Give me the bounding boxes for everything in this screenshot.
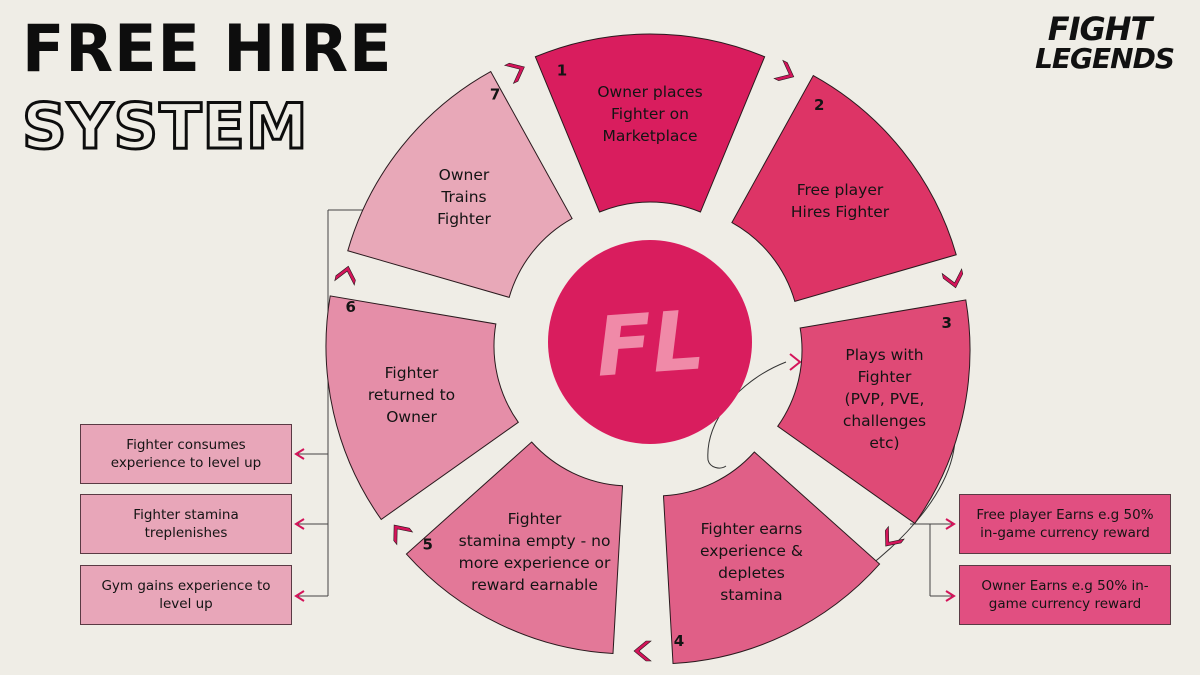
step-2-number: 2	[814, 96, 824, 114]
connector-arrow-icon	[294, 448, 305, 460]
flow-chevron	[885, 525, 905, 547]
cycle-segments	[325, 33, 971, 665]
step-5-number: 5	[423, 536, 433, 554]
note-box-gym: Gym gains experience to level up	[80, 565, 292, 625]
step-1-number: 1	[557, 61, 567, 79]
step-6-label-line: Owner	[386, 408, 437, 426]
chevron-arrow-icon	[334, 265, 356, 286]
flow-chevron	[633, 640, 652, 662]
flow-arrows	[334, 59, 964, 662]
loop-arrow-icon	[789, 353, 802, 371]
segment-step-1	[534, 33, 766, 213]
step-4-label-line: stamina	[720, 586, 782, 604]
center-monogram: FL	[593, 293, 708, 395]
step-3-label-line: etc)	[869, 434, 899, 452]
segment-step-4	[662, 451, 881, 665]
step-3-label-line: Fighter	[858, 368, 912, 386]
segment-step-3	[777, 299, 971, 525]
step-5-label-line: reward earnable	[471, 576, 598, 594]
note-box-stamina: Fighter stamina treplenishes	[80, 494, 292, 554]
page-title-outline: SYSTEM	[21, 90, 310, 163]
step-7-number: 7	[490, 85, 500, 103]
step-4-number: 4	[674, 632, 684, 650]
step-7-label-line: Owner	[439, 166, 490, 184]
step-6-label-line: Fighter	[385, 364, 439, 382]
logo-line-2: LEGENDS	[1035, 42, 1175, 75]
flow-chevron	[773, 59, 795, 81]
page-title: FREE HIRE	[22, 10, 393, 87]
connector-arrow-icon	[945, 590, 956, 602]
chevron-arrow-icon	[633, 640, 652, 662]
step-6-number: 6	[346, 298, 356, 316]
step-6-label-line: returned to	[368, 386, 455, 404]
note-box-owner-reward: Owner Earns e.g 50% in-game currency rew…	[959, 565, 1171, 625]
step-7-label-line: Trains	[440, 188, 486, 206]
fight-legends-logo: FIGHT LEGENDS	[1025, 10, 1175, 75]
step-2-label-line: Hires Fighter	[791, 203, 890, 221]
step-3-number: 3	[941, 314, 951, 332]
step-4-label-line: experience &	[700, 542, 803, 560]
segment-step-7	[347, 70, 573, 298]
note-box-level-up: Fighter consumes experience to level up	[80, 424, 292, 484]
chevron-arrow-icon	[773, 59, 795, 81]
flow-chevron	[334, 265, 356, 286]
center-circle	[548, 240, 752, 444]
connector-lines	[294, 209, 956, 617]
step-5-label-line: more experience or	[459, 554, 611, 572]
flow-chevron	[393, 524, 414, 546]
step-4-label-line: depletes	[718, 564, 785, 582]
chevron-arrow-icon	[941, 268, 964, 289]
segment-step-5	[405, 441, 624, 655]
step-3-label-line: (PVP, PVE,	[845, 390, 925, 408]
flow-chevron	[503, 62, 525, 85]
flow-chevron	[941, 268, 964, 289]
chevron-arrow-icon	[393, 524, 414, 546]
step-1-label-line: Owner places	[597, 83, 702, 101]
step-5-label-line: stamina empty - no	[459, 532, 611, 550]
step-7-label-line: Fighter	[437, 210, 491, 228]
step-4-label-line: Fighter earns	[701, 520, 803, 538]
segment-step-6	[325, 295, 519, 521]
step-3-label-line: challenges	[843, 412, 926, 430]
chevron-arrow-icon	[503, 62, 525, 85]
note-box-player-reward: Free player Earns e.g 50% in-game curren…	[959, 494, 1171, 554]
chevron-arrow-icon	[885, 525, 905, 547]
connector-arrow-icon	[294, 590, 305, 602]
logo-line-1: FIGHT	[1047, 10, 1153, 48]
connector-arrow-icon	[294, 518, 305, 530]
step-5-label-line: Fighter	[508, 510, 562, 528]
step-2-label-line: Free player	[797, 181, 884, 199]
loop-curve-inner	[707, 361, 787, 469]
segment-step-2	[731, 74, 957, 302]
connector-arrow-icon	[945, 518, 956, 530]
step-1-label-line: Fighter on	[611, 105, 689, 123]
step-3-label-line: Plays with	[845, 346, 923, 364]
step-1-label-line: Marketplace	[603, 127, 698, 145]
